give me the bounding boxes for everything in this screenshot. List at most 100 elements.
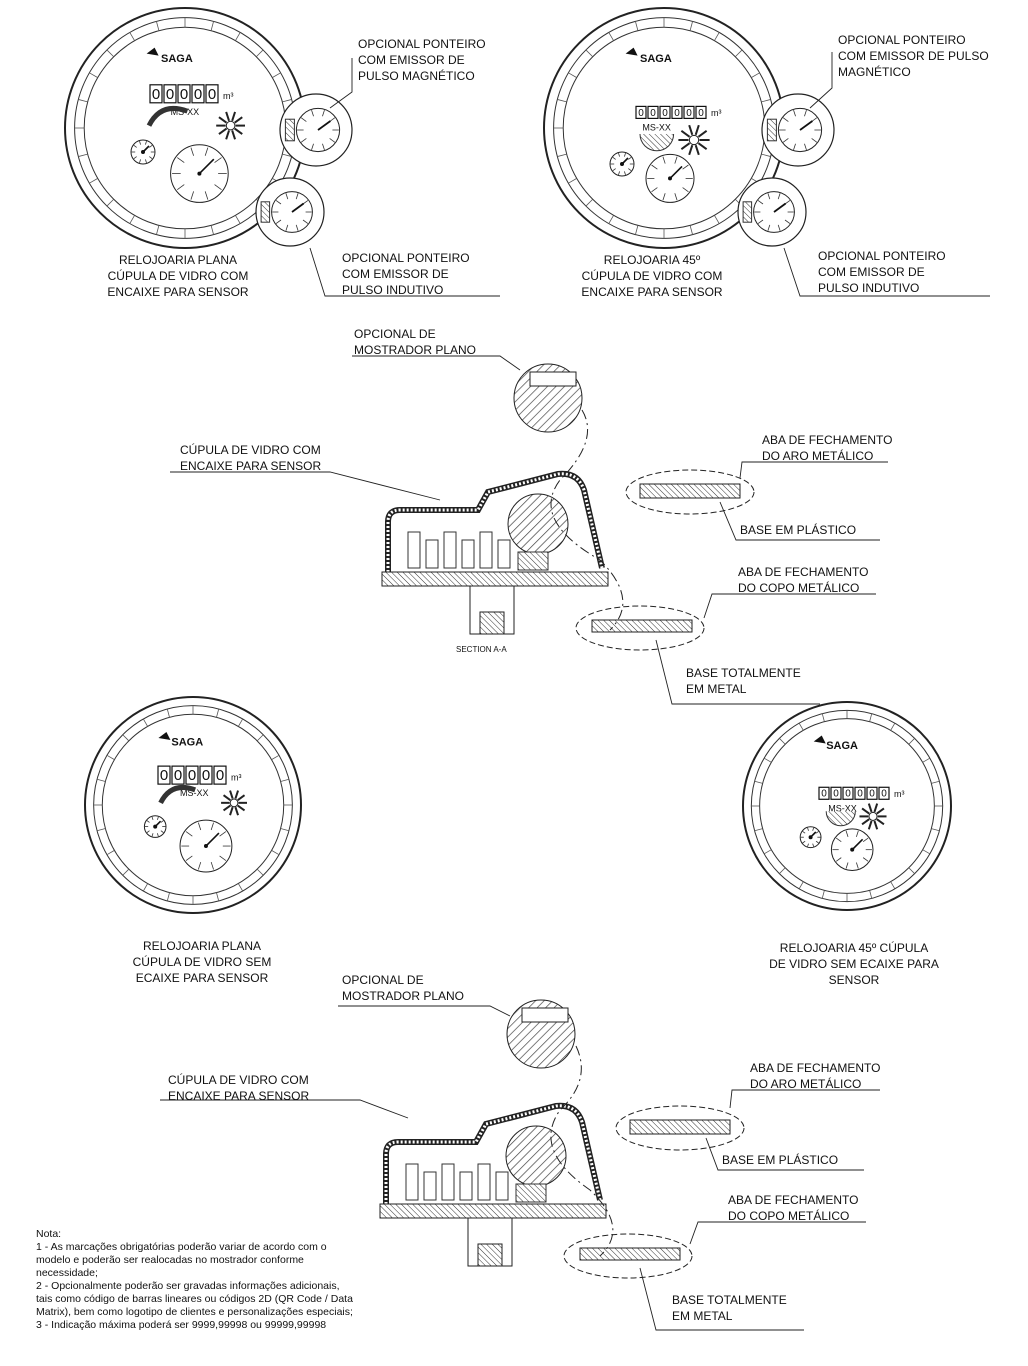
sensor-arc xyxy=(639,133,675,152)
detail-sensor-block xyxy=(742,201,753,223)
optional-flat-display-detail-bottom xyxy=(506,999,576,1069)
star-wheel-spoke xyxy=(680,130,691,138)
counter-digit-box xyxy=(830,786,842,800)
ring-segment xyxy=(585,198,594,207)
ring-segment xyxy=(238,718,244,727)
detail-tick xyxy=(300,138,307,143)
ring-segment xyxy=(557,153,567,157)
unit-label: m³ xyxy=(231,773,242,783)
ring-segment xyxy=(922,757,931,763)
ring-segment xyxy=(235,32,241,41)
ring-segment xyxy=(256,868,264,876)
star-wheel-spoke xyxy=(688,124,694,136)
ring-segment xyxy=(761,99,771,103)
ring-segment xyxy=(754,828,763,832)
star-wheel-spoke xyxy=(876,807,885,815)
bot-ring-tab-label: ABA DE FECHAMENTO DO ARO METÁLICO xyxy=(750,1061,881,1091)
ring-segment xyxy=(272,72,281,78)
model-label: MS-XX xyxy=(180,788,209,798)
small-dial-tick xyxy=(139,141,141,145)
dial-needle xyxy=(198,158,215,175)
ring-segment xyxy=(166,708,170,718)
inductive-pointer-detail-top-right xyxy=(737,177,807,247)
bot-dome-label: CÚPULA DE VIDRO COM ENCAIXE PARA SENSOR xyxy=(168,1073,310,1103)
brand-name: SAGA xyxy=(826,740,858,752)
dial-hub xyxy=(668,176,672,181)
detail-pointer xyxy=(799,120,813,131)
top-right-magnetic-pointer-label: OPCIONAL PONTEIRO COM EMISSOR DE PULSO M… xyxy=(838,33,989,79)
detail-tick xyxy=(311,143,314,150)
detail-tick xyxy=(757,219,764,224)
counter-digit-box xyxy=(199,765,213,785)
ring-segment xyxy=(714,32,720,41)
mid-dome-label: CÚPULA DE VIDRO COM ENCAIXE PARA SENSOR xyxy=(180,443,322,473)
small-dial-tick xyxy=(612,156,616,160)
unit-label: m³ xyxy=(711,108,722,118)
detail-tick xyxy=(329,117,336,122)
small-dial-tick xyxy=(133,144,137,148)
counter-digit-box xyxy=(854,786,866,800)
note-line: tais como código de barras lineares ou c… xyxy=(36,1293,353,1305)
ring-segment xyxy=(908,738,915,745)
ring-segment xyxy=(78,99,88,103)
small-dial-tick xyxy=(835,837,842,843)
ring-segment xyxy=(821,890,825,899)
ring-segment xyxy=(106,49,115,58)
detail-frame xyxy=(521,1007,569,1023)
small-dial-tick xyxy=(815,831,819,834)
ring-segment xyxy=(734,49,743,58)
ring-tab-hatch xyxy=(629,1119,731,1135)
counter-digit: 0 xyxy=(208,86,216,103)
mid-ring-tab-label: ABA DE FECHAMENTO DO ARO METÁLICO xyxy=(762,433,893,463)
star-wheel-spoke xyxy=(218,127,228,135)
ring-segment xyxy=(557,99,567,103)
mid-plastic-base-label: BASE EM PLÁSTICO xyxy=(740,523,857,537)
detail-pointer xyxy=(773,202,787,213)
star-wheel-center xyxy=(868,811,878,821)
ring-segment xyxy=(280,778,290,782)
mechanism-block xyxy=(517,551,549,571)
counter-digit-box xyxy=(635,105,647,120)
ring-segment xyxy=(142,883,148,892)
optional-flat-display-detail-middle xyxy=(513,363,583,433)
star-wheel-spoke xyxy=(861,818,870,826)
note-line: 2 - Opcionalmente poderão ser gravadas i… xyxy=(36,1280,340,1292)
mechanism-part xyxy=(459,1171,473,1201)
small-dial-tick xyxy=(133,156,137,160)
small-dial-tick xyxy=(151,833,154,837)
small-dial-tick xyxy=(160,820,164,823)
mechanism-part xyxy=(497,539,511,569)
ring-segment xyxy=(96,828,106,832)
mechanism-part xyxy=(477,1163,491,1201)
ring-segment xyxy=(96,778,106,782)
mid-optional-display-label: OPCIONAL DE MOSTRADOR PLANO xyxy=(354,327,477,357)
ring-segment xyxy=(779,738,786,745)
small-dial-tick xyxy=(628,156,632,160)
ring-segment xyxy=(608,215,614,224)
counter-digit: 0 xyxy=(188,767,196,784)
counter-digit: 0 xyxy=(174,767,182,784)
counter-digit: 0 xyxy=(194,86,202,103)
cup-tab-hatch xyxy=(591,619,693,633)
small-dial-tick xyxy=(845,830,849,837)
counter-digit-box xyxy=(205,84,219,104)
star-wheel-center xyxy=(225,120,236,131)
mid-cup-tab-label: ABA DE FECHAMENTO DO COPO METÁLICO xyxy=(738,565,869,595)
stem-thread xyxy=(479,611,505,635)
ring-segment xyxy=(922,849,931,855)
detail-tick xyxy=(767,224,771,231)
small-dial-tick xyxy=(197,822,202,831)
brand-name: SAGA xyxy=(640,53,672,65)
note-line: 3 - Indicação máxima poderá ser 9999,999… xyxy=(36,1319,327,1331)
mechanism-part xyxy=(405,1163,419,1201)
counter-digit-box xyxy=(171,765,185,785)
leader-mid-dome xyxy=(170,471,441,501)
ring-segment xyxy=(689,225,693,235)
counter-digit: 0 xyxy=(662,108,668,119)
small-dial-tick xyxy=(146,830,150,833)
counter-digit: 0 xyxy=(698,108,704,119)
leader-bot-metal-base xyxy=(639,1267,804,1331)
small-dial-tick xyxy=(682,187,689,193)
